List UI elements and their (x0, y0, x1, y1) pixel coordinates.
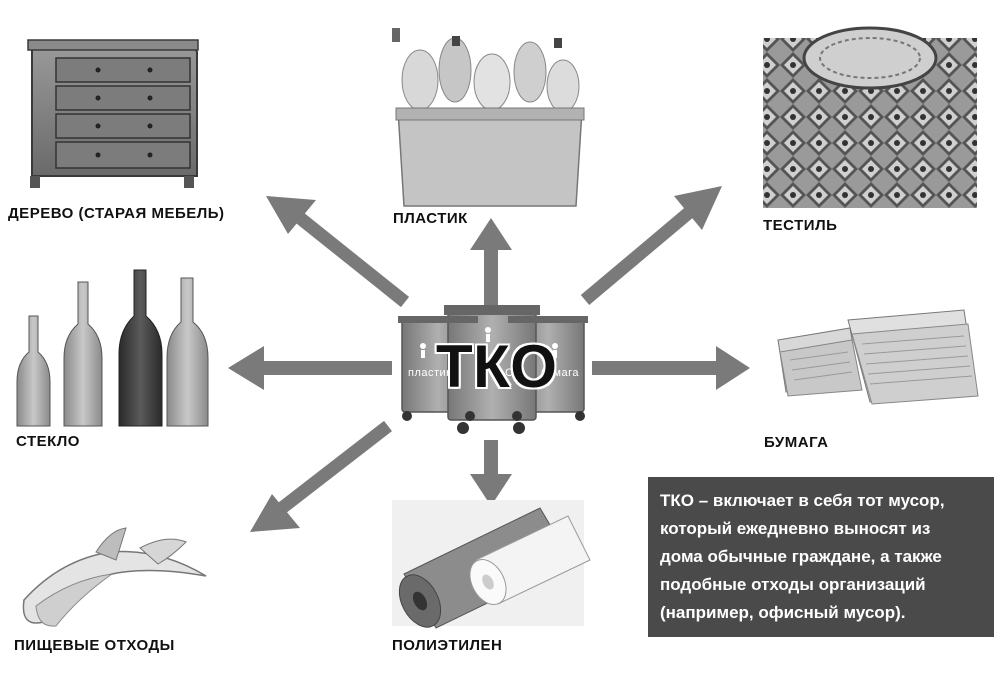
newspaper-stack-icon (777, 309, 979, 405)
label-wood: ДЕРЕВО (СТАРАЯ МЕБЕЛЬ) (8, 205, 225, 222)
arrow-to-textile (580, 186, 722, 305)
arrow-to-glass (228, 346, 392, 390)
definition-line: (например, офисный мусор). (660, 603, 906, 622)
bin-label-middle: СО (505, 367, 523, 379)
chest-of-drawers-icon (27, 39, 199, 188)
definition-box: ТКО – включает в себя тот мусор, который… (648, 477, 994, 637)
arrows (228, 186, 750, 532)
arrow-to-polyethylene (470, 440, 512, 506)
label-paper: БУМАГА (764, 434, 829, 451)
banana-peel-icon (22, 527, 207, 627)
recycle-person-icon (420, 327, 558, 358)
definition-line: ТКО – включает в себя тот мусор, (660, 491, 945, 510)
definition-line: который ежедневно выносят из (660, 519, 931, 538)
arrow-to-plastic (470, 218, 512, 306)
center-title: ТКО (436, 333, 558, 400)
label-textile: ТЕСТИЛЬ (763, 217, 838, 234)
polyethylene-rolls-icon (392, 500, 591, 629)
definition-line: подобные отходы организаций (660, 575, 926, 594)
label-polyethylene: ПОЛИЭТИЛЕН (392, 637, 503, 654)
plastic-bottles-bin-icon (392, 28, 585, 207)
bin-label-plastic: пластик (408, 367, 452, 379)
bin-label-paper: бумага (541, 367, 580, 379)
label-plastic: ПЛАСТИК (393, 210, 468, 227)
arrow-to-paper (592, 346, 750, 390)
arrow-to-wood (266, 196, 410, 308)
textile-fabric-icon (763, 26, 977, 208)
label-food: ПИЩЕВЫЕ ОТХОДЫ (14, 637, 175, 654)
label-glass: СТЕКЛО (16, 433, 80, 450)
definition-line: дома обычные граждане, а также (660, 547, 942, 566)
bins-illustration (398, 305, 588, 434)
glass-bottles-icon (16, 269, 209, 427)
arrow-to-food (250, 420, 392, 532)
